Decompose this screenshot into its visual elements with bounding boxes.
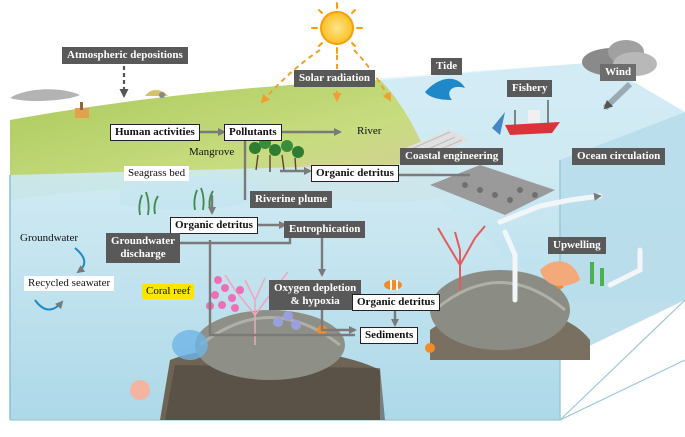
coral-blue-left [172,330,208,360]
tide-wave-icon [425,78,465,100]
arrow-detritus2-sediments [208,240,355,337]
clownfish [384,280,402,290]
reef-mound-left [195,310,345,380]
recycled-seawater-arrow [34,299,64,311]
groundwater-discharge-line1: Groundwater [111,235,175,247]
wind-arrow [602,81,633,111]
fishing-boat-icon [492,100,560,135]
label-atmospheric-depositions: Atmospheric depositions [62,47,188,64]
label-sediments: Sediments [360,327,419,344]
label-recycled-seawater: Recycled seawater [24,276,115,291]
shell [130,380,150,400]
label-tide: Tide [431,58,463,75]
factory [75,102,89,118]
oxygen-depletion-line2: & hypoxia [290,295,340,307]
label-organic-detritus-3: Organic detritus [352,294,440,311]
label-groundwater-discharge: Groundwater discharge [106,233,180,263]
sun-icon [311,2,363,54]
oxygen-depletion-line1: Oxygen depletion [274,282,357,294]
solar-arrow-left [260,49,321,104]
label-pollutants: Pollutants [224,124,282,141]
breakwater [430,165,555,215]
label-upwelling: Upwelling [548,237,606,254]
coral-peach [540,261,580,286]
label-organic-detritus-2: Organic detritus [170,217,258,234]
label-fishery: Fishery [507,80,553,97]
label-coral-reef: Coral reef [142,284,195,299]
groundwater-discharge-line2: discharge [120,248,166,260]
coral-green-right [590,262,604,286]
groundwater-arrow [74,247,86,274]
label-river: River [357,125,382,137]
label-oxygen-depletion: Oxygen depletion & hypoxia [269,280,362,310]
coral-red [437,225,486,290]
label-ocean-circulation: Ocean circulation [572,148,666,165]
arrow-oxygen-sediments [320,310,357,334]
label-mangrove: Mangrove [189,146,235,158]
coral-purple [273,311,301,330]
label-solar-radiation: Solar radiation [294,70,376,87]
box-right-face [560,112,685,360]
label-organic-detritus-1: Organic detritus [311,165,399,182]
label-seagrass-bed: Seagrass bed [124,166,190,181]
label-coastal-engineering: Coastal engineering [400,148,504,165]
label-human-activities: Human activities [110,124,200,141]
label-eutrophication: Eutrophication [284,221,366,238]
smog-cloud [10,89,80,102]
label-riverine-plume: Riverine plume [250,191,333,208]
label-groundwater: Groundwater [20,232,79,244]
coral-fan-pink [224,271,289,345]
coral-pink-cluster [206,276,244,312]
label-wind: Wind [600,64,637,81]
